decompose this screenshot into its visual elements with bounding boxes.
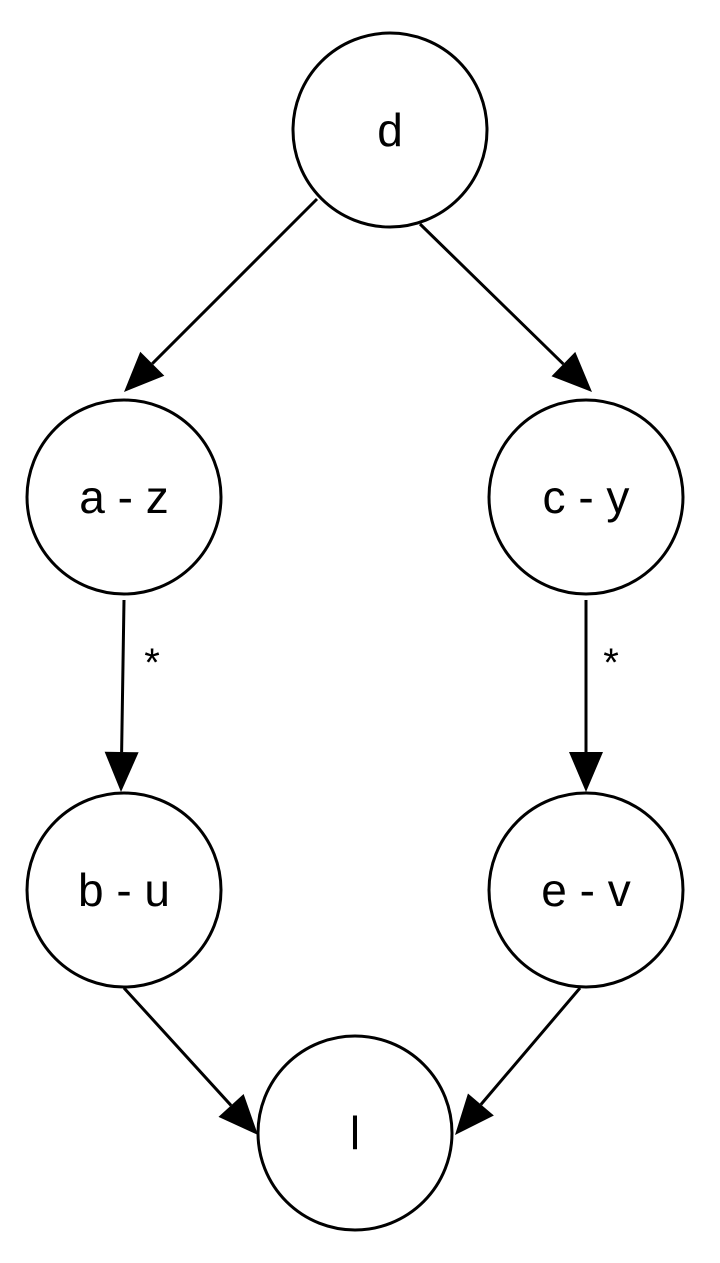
node-label: c - y — [543, 471, 630, 523]
edge-bu-to-l — [122, 986, 258, 1135]
node-az: a - z — [25, 398, 223, 596]
arrowhead-icon — [455, 1093, 494, 1135]
node-label: b - u — [78, 864, 170, 916]
node-ev: e - v — [487, 791, 685, 989]
edge-cy-to-ev: * — [569, 600, 619, 792]
node-circle — [25, 791, 223, 989]
edge-d-to-az — [124, 197, 319, 392]
node-circle — [256, 1034, 454, 1232]
arrowhead-icon — [551, 351, 592, 392]
edge-line — [151, 197, 319, 365]
edge-d-to-cy — [418, 222, 592, 392]
node-label: l — [350, 1107, 360, 1159]
edge-line — [122, 986, 233, 1107]
nodes-layer: d a - z c - y b - u e - v l — [25, 31, 685, 1232]
node-circle — [291, 31, 489, 229]
arrowhead-icon — [124, 351, 165, 392]
node-cy: c - y — [487, 398, 685, 596]
node-circle — [487, 398, 685, 596]
node-bu: b - u — [25, 791, 223, 989]
edge-label: * — [603, 641, 619, 685]
arrowhead-icon — [104, 751, 139, 792]
node-label: d — [377, 104, 403, 156]
node-d: d — [291, 31, 489, 229]
edge-az-to-bu: * — [104, 599, 160, 792]
edge-line — [120, 599, 126, 753]
node-circle — [25, 398, 223, 596]
node-l: l — [256, 1034, 454, 1232]
node-label: a - z — [79, 471, 168, 523]
edges-layer: ** — [104, 197, 619, 1135]
arrowhead-icon — [218, 1093, 258, 1135]
edge-label: * — [144, 641, 160, 685]
arrowhead-icon — [569, 752, 603, 792]
edge-line — [479, 987, 582, 1106]
edge-line — [418, 222, 565, 366]
node-circle — [487, 791, 685, 989]
edge-ev-to-l — [455, 987, 582, 1135]
node-label: e - v — [541, 864, 630, 916]
